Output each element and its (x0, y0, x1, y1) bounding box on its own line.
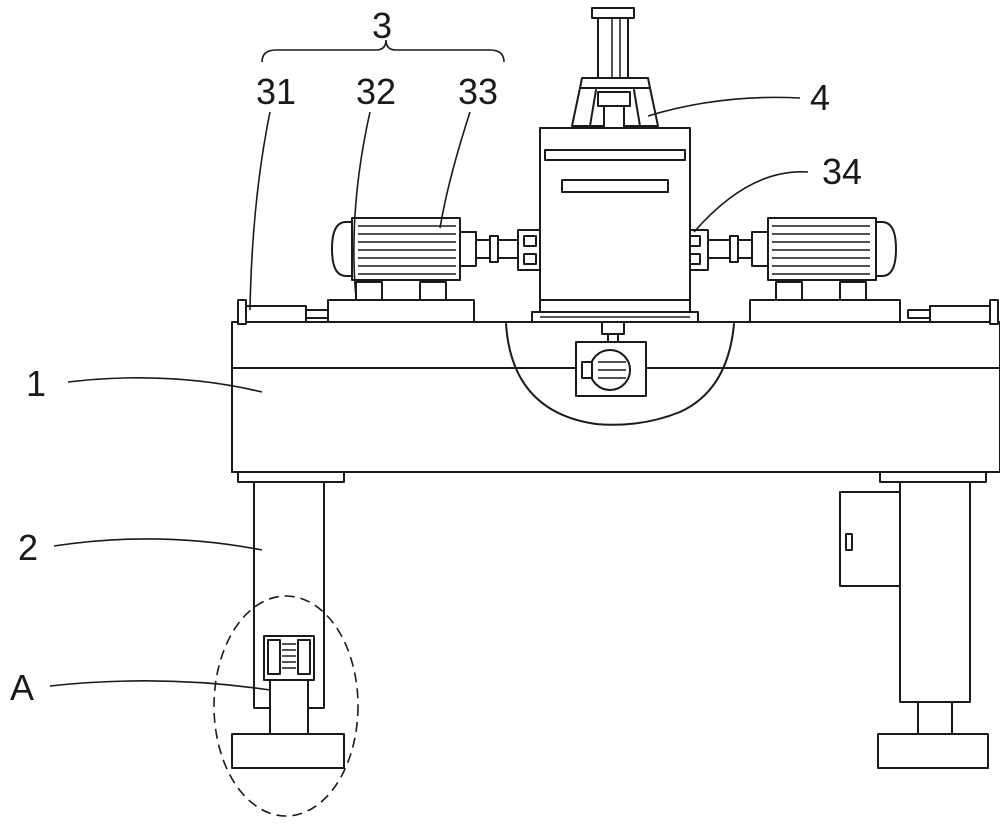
left-leg (231, 471, 345, 769)
right-leg (877, 471, 989, 769)
left-motor (331, 217, 519, 281)
label-32: 32 (356, 71, 396, 112)
label-4: 4 (810, 77, 830, 118)
central-housing (531, 127, 699, 323)
control-box (839, 491, 901, 587)
detail-circle-a (213, 595, 359, 817)
press-cylinder (571, 7, 659, 129)
label-2: 2 (18, 527, 38, 568)
right-slide-actuator (907, 305, 991, 323)
label-a: A (10, 667, 34, 708)
leader-lines (49, 96, 809, 691)
label-group-3: 3 (372, 5, 392, 46)
label-31: 31 (256, 71, 296, 112)
lower-bowl (505, 323, 735, 426)
right-carriage (749, 281, 901, 323)
left-slide-actuator (245, 305, 329, 323)
bottom-motor (575, 321, 647, 397)
label-33: 33 (458, 71, 498, 112)
label-1: 1 (26, 363, 46, 404)
label-34: 34 (822, 151, 862, 192)
group-brace (261, 39, 505, 63)
right-motor (707, 217, 897, 281)
left-carriage (327, 281, 475, 323)
